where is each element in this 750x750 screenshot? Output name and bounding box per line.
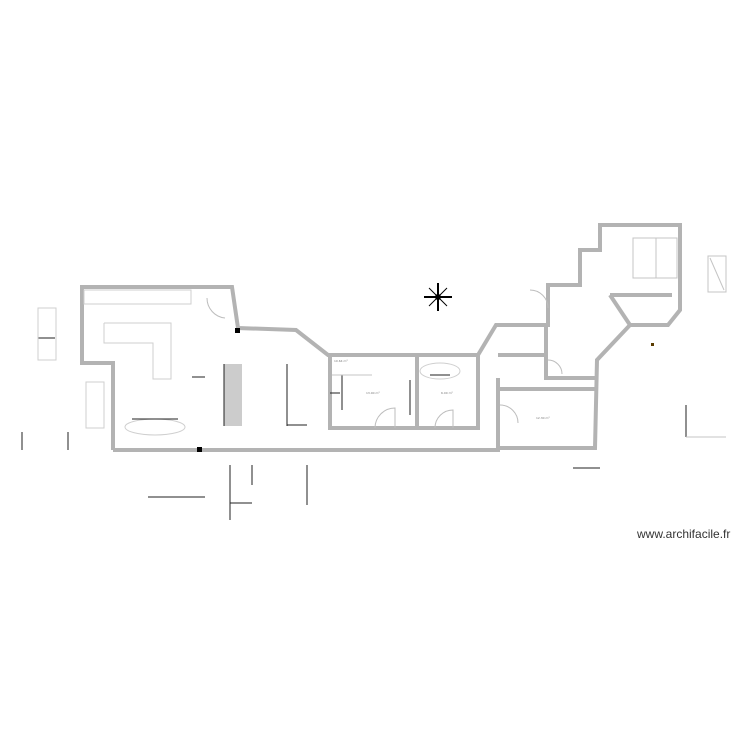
room-area-label: 6.00 m² [441,391,454,395]
inner-wall [544,325,595,380]
door [547,359,563,375]
room-area-label: 10.64 m² [334,359,348,363]
marker [651,343,654,346]
inner-wall [328,355,480,430]
outer-wall [80,223,682,452]
outside-item [37,307,57,361]
column [235,328,240,333]
bathtub [419,362,461,380]
column [197,447,202,452]
kitchen-counter [83,289,192,305]
door [499,404,519,424]
compass-rose-icon [424,283,452,311]
door [529,289,549,309]
outside-item [709,257,725,291]
room-area-label: 12.30 m² [536,416,550,420]
bench [224,364,242,426]
door [206,297,226,319]
watermark: www.archifacile.fr [637,527,731,541]
bed [632,237,678,279]
outside-item [707,255,727,293]
room-area-label: 13.00 m² [366,391,380,395]
sofa [103,322,172,380]
inner-wall [608,293,632,327]
dining-table [124,418,186,436]
door [374,407,396,429]
outside-item [85,381,105,429]
door [434,409,454,429]
